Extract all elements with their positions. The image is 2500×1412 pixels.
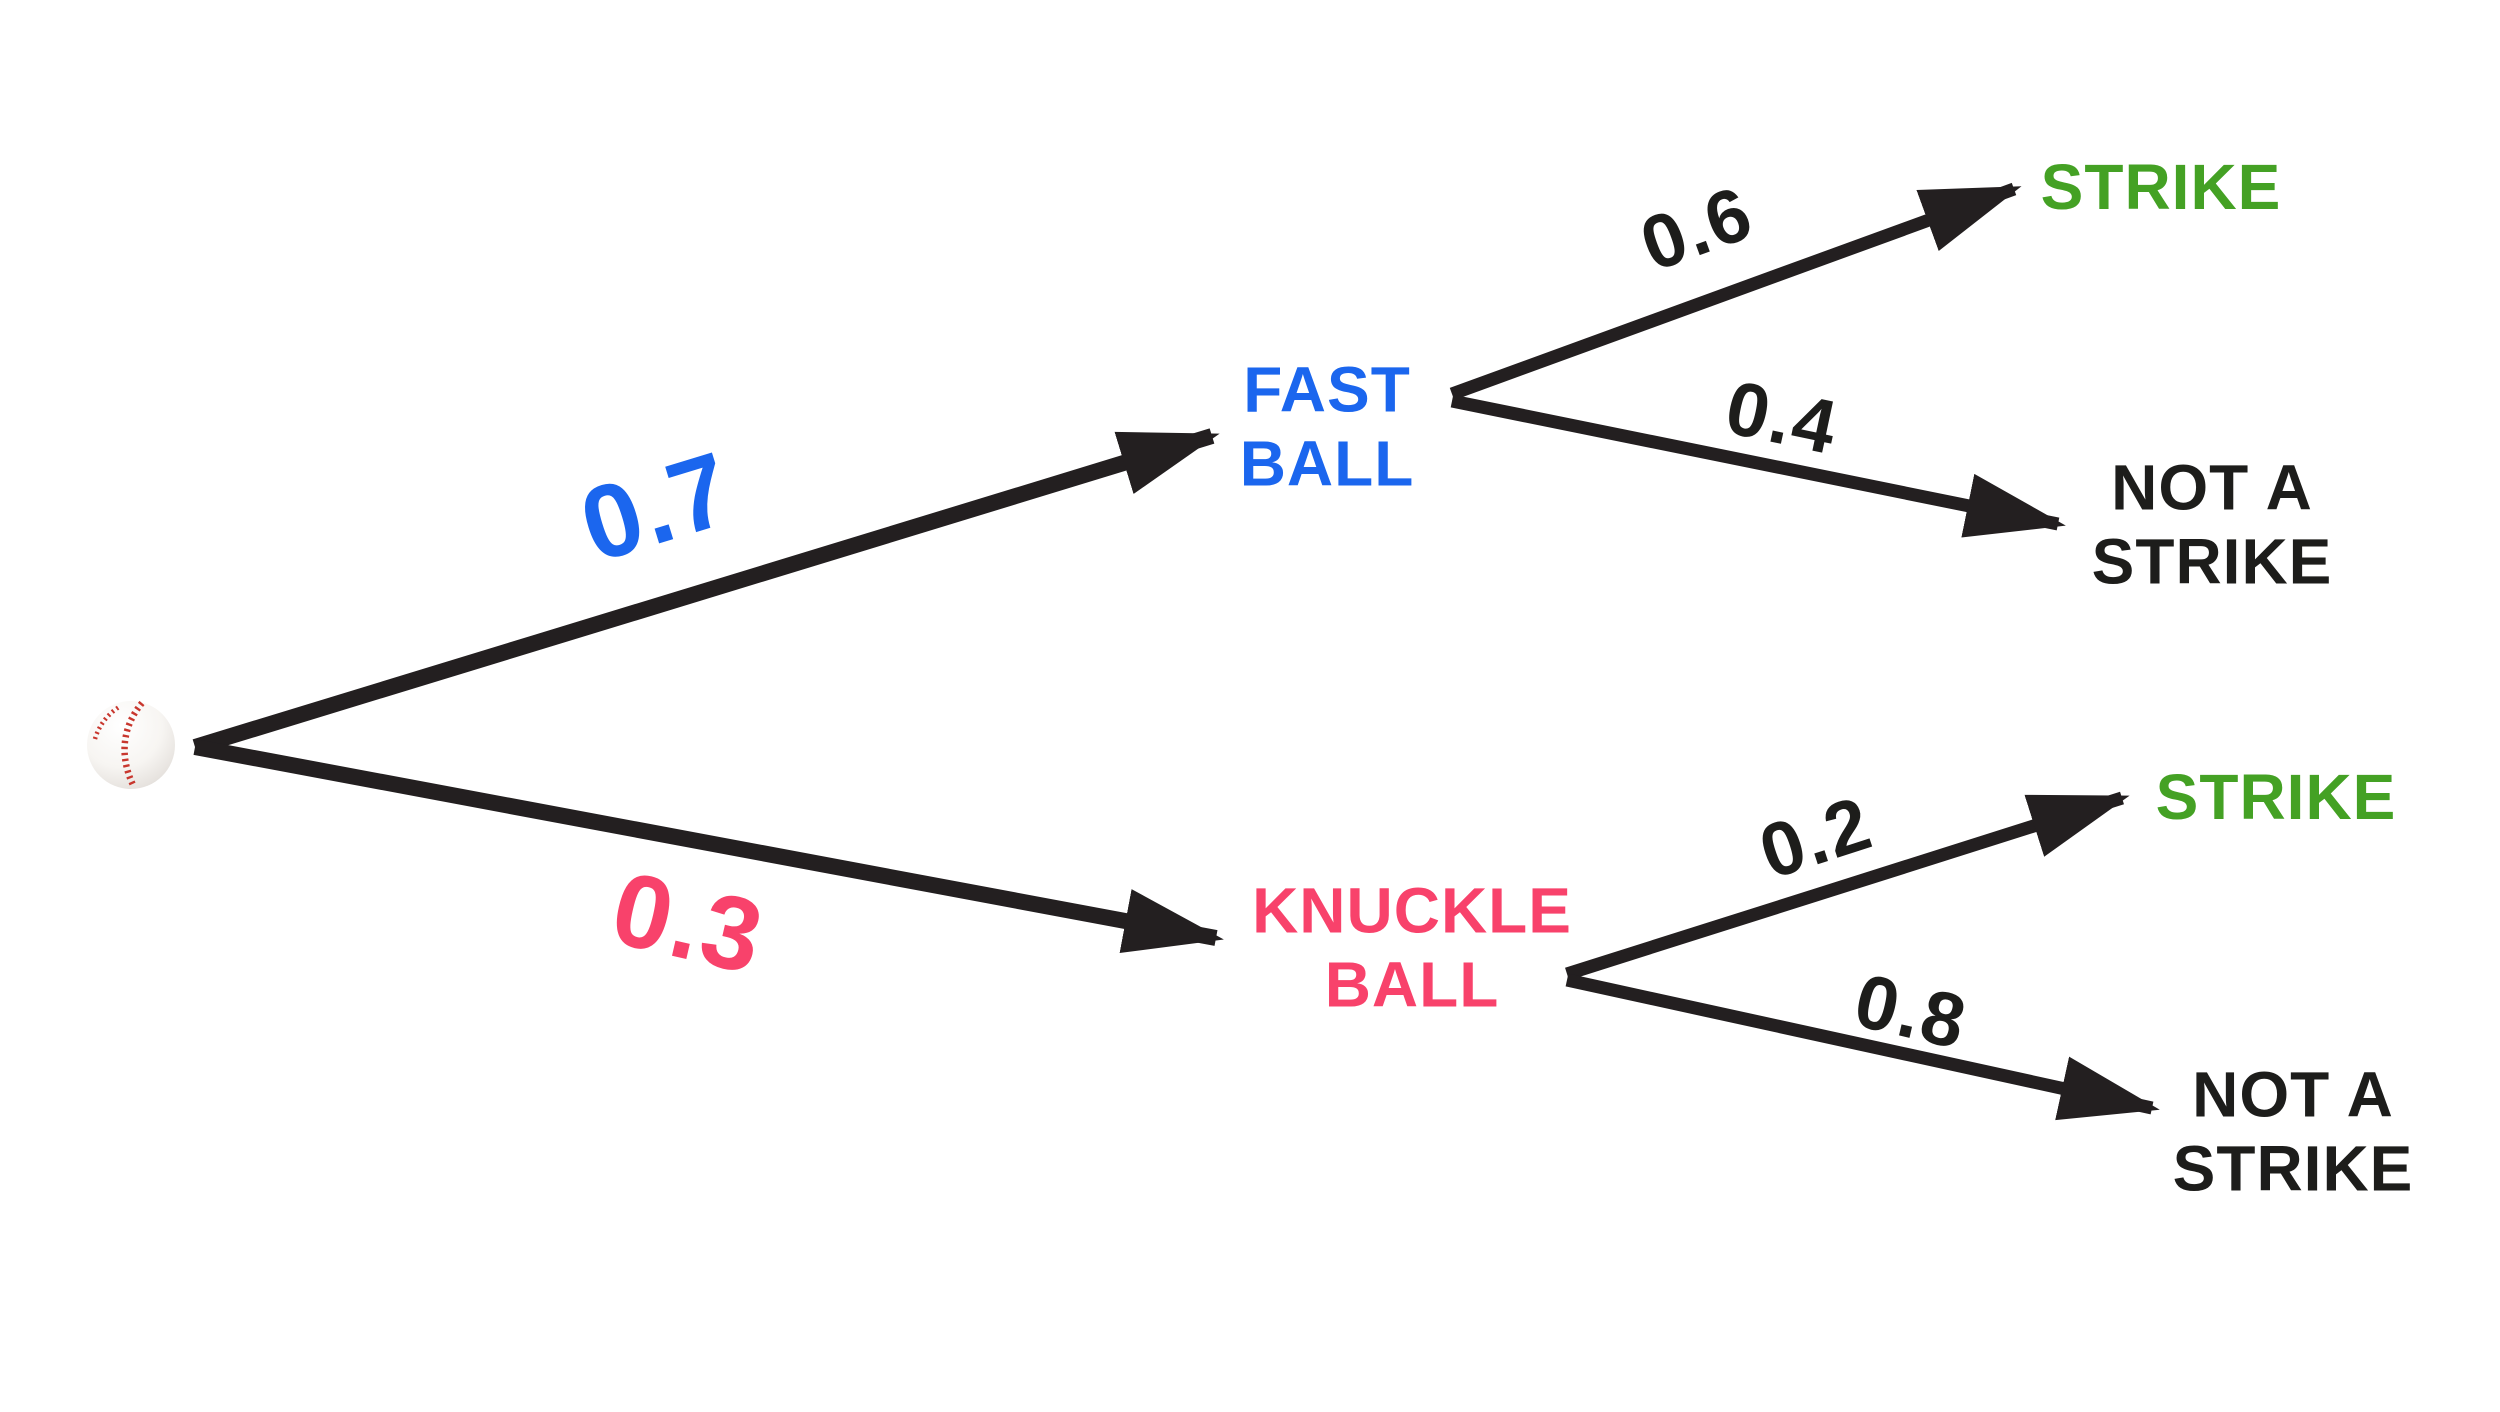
leaf-knuckleball-not-a-strike-line2: STRIKE <box>2172 1132 2414 1204</box>
branch-arrow-knuckleball-strike <box>1565 791 2130 981</box>
branch-arrow-fastball-not-a-strike <box>1450 394 2066 538</box>
leaf-fastball-not-a-strike-line2: STRIKE <box>2091 525 2333 597</box>
leaf-knuckleball-not-a-strike: NOT A STRIKE <box>2173 1058 2414 1205</box>
node-knuckle-ball-line1: KNUCKLE <box>1252 874 1572 947</box>
node-fast-ball: FAST BALL <box>1240 353 1415 500</box>
node-fast-ball-line1: FAST <box>1243 353 1411 426</box>
node-knuckle-ball-line2: BALL <box>1324 948 1500 1020</box>
branch-arrow-fastball-strike <box>1449 182 2022 401</box>
baseball-icon <box>87 700 175 789</box>
node-fast-ball-line2: BALL <box>1239 427 1415 499</box>
leaf-knuckleball-strike: STRIKE <box>2155 761 2397 834</box>
branch-arrow-knuckleball <box>193 739 1224 954</box>
branch-arrow-knuckleball-not-a-strike <box>1565 973 2160 1121</box>
leaf-knuckleball-not-a-strike-line1: NOT A <box>2192 1058 2394 1131</box>
leaf-fastball-not-a-strike: NOT A STRIKE <box>2092 451 2333 598</box>
branch-arrow-fastball <box>192 428 1220 755</box>
leaf-fastball-strike: STRIKE <box>2040 151 2282 224</box>
node-knuckle-ball: KNUCKLE BALL <box>1252 874 1572 1021</box>
leaf-fastball-not-a-strike-line1: NOT A <box>2111 451 2313 524</box>
